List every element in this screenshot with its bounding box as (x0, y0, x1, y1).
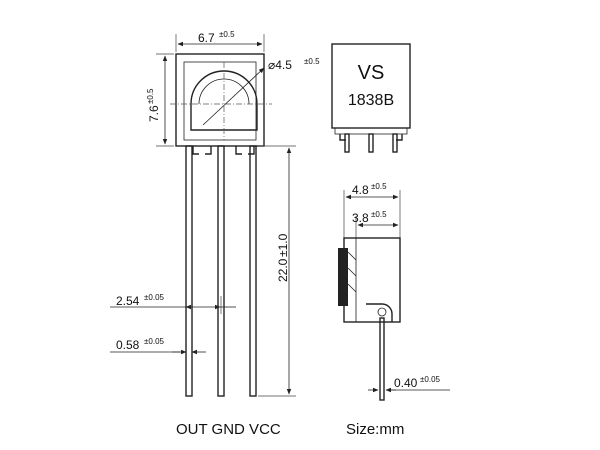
lens-diameter-leader (202, 67, 265, 126)
lead-length-dimension: 22.0 (276, 258, 290, 282)
pitch-dimension: 2.54 (116, 294, 140, 308)
marking-line-2: 1838B (348, 92, 394, 109)
lens-depth-dimension: 3.8 (352, 211, 369, 225)
lead-thickness-tolerance: ±0.05 (420, 375, 441, 384)
lead-out (185, 145, 193, 397)
lead-gnd (217, 145, 225, 397)
front-view: 6.7 ±0.5 7.6 ±0.5 ⌀4.5 ±0.5 22.0 ±1.0 (110, 30, 320, 397)
back-body-outline (331, 43, 411, 129)
back-view: VS 1838B (331, 43, 411, 153)
depth-dimension: 4.8 (352, 183, 369, 197)
lead-length-tolerance: ±1.0 (276, 233, 290, 257)
lens-diameter-tolerance: ±0.5 (304, 57, 320, 66)
units-note: Size:mm (346, 421, 404, 438)
height-dimension: 7.6 (147, 105, 161, 122)
width-dimension: 6.7 (198, 31, 215, 45)
lens-depth-tolerance: ±0.5 (371, 210, 387, 219)
side-view: 4.8 ±0.5 3.8 ±0.5 0.40 ±0.05 (338, 182, 450, 401)
front-body-outline (175, 53, 265, 147)
lead-width-tolerance: ±0.05 (144, 337, 165, 346)
width-tolerance: ±0.5 (219, 30, 235, 39)
depth-tolerance: ±0.5 (371, 182, 387, 191)
front-body-inner (183, 61, 257, 141)
side-lead (379, 317, 385, 401)
marking-line-1: VS (358, 62, 385, 84)
height-tolerance: ±0.5 (146, 88, 155, 104)
lead-thickness-dimension: 0.40 (394, 376, 418, 390)
lens-diameter-dimension: ⌀4.5 (268, 58, 292, 72)
side-lens-bump (338, 248, 348, 306)
lead-vcc (249, 145, 257, 397)
lens-dome (190, 70, 258, 131)
lead-width-dimension: 0.58 (116, 338, 140, 352)
pin-labels: OUT GND VCC (176, 421, 281, 438)
pitch-tolerance: ±0.05 (144, 293, 165, 302)
